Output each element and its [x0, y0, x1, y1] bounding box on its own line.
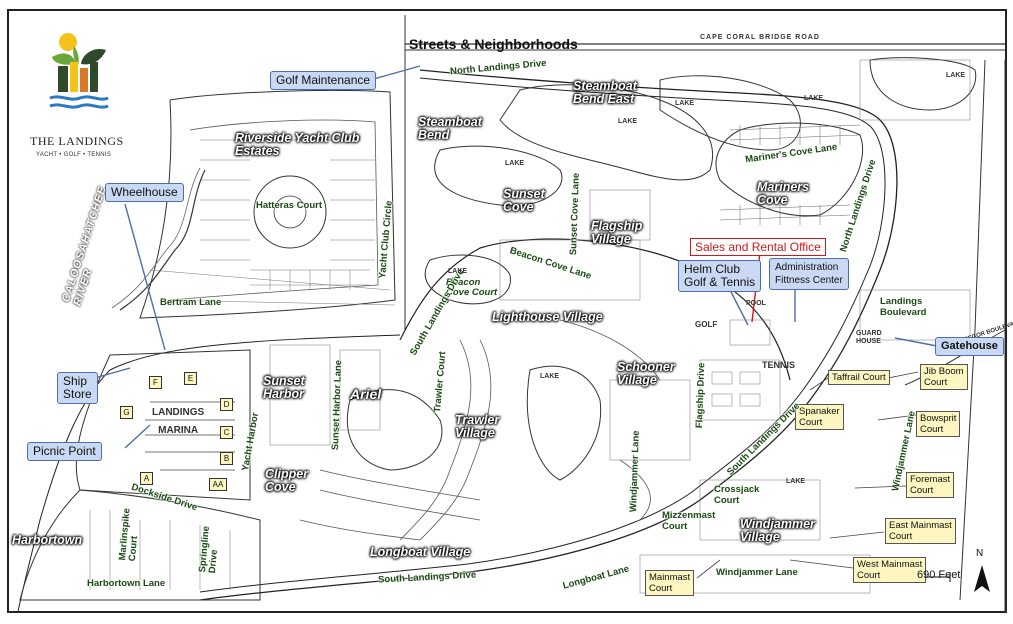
- callout-east-mainmast[interactable]: East Mainmast Court: [885, 518, 956, 544]
- lake-label: LAKE: [618, 118, 638, 125]
- lake-label: LAKE: [505, 160, 525, 167]
- callout-bowsprit[interactable]: Bowsprit Court: [916, 411, 961, 437]
- callout-foremast[interactable]: Foremast Court: [906, 472, 955, 498]
- marina-label: LANDINGS MARINA: [152, 407, 205, 436]
- street-harbortown-lane: Harbortown Lane: [87, 578, 166, 589]
- neighborhood-clipper-cove: Clipper Cove: [265, 467, 309, 494]
- callout-ship-store[interactable]: Ship Store: [57, 372, 98, 404]
- street-springline-drive: Springline Drive: [197, 525, 220, 574]
- neighborhood-mariners-cove: Mariners Cove: [757, 180, 810, 207]
- dock-g[interactable]: G: [120, 406, 133, 419]
- lake-label: LAKE: [946, 72, 966, 79]
- neighborhood-ariel: Ariel: [350, 386, 382, 402]
- north-label: N: [976, 548, 984, 559]
- street-beacon-cove-court: Beacon Cove Court: [446, 277, 498, 298]
- lake-label: LAKE: [448, 268, 468, 275]
- landings-logo-icon: [49, 33, 109, 109]
- street-landings-boulevard: Landings Boulevard: [880, 296, 927, 318]
- lake-label: LAKE: [786, 478, 806, 485]
- callout-helm-club[interactable]: Helm Club Golf & Tennis: [678, 260, 762, 292]
- street-bertram-lane: Bertram Lane: [160, 297, 222, 308]
- facility-pool: POOL: [746, 300, 766, 307]
- callout-picnic-point[interactable]: Picnic Point: [27, 442, 102, 461]
- neighborhood-steamboat-bend: Steamboat Bend: [418, 115, 482, 142]
- dock-c[interactable]: C: [220, 426, 233, 439]
- facility-guard-house: GUARD HOUSE: [856, 330, 882, 345]
- dock-e[interactable]: E: [184, 372, 197, 385]
- dock-b[interactable]: B: [220, 452, 233, 465]
- neighborhood-harbortown: Harbortown: [12, 533, 83, 547]
- dock-f[interactable]: F: [149, 376, 162, 389]
- neighborhood-sunset-harbor: Sunset Harbor: [263, 374, 305, 401]
- callout-gatehouse[interactable]: Gatehouse: [935, 337, 1004, 356]
- neighborhood-trawler-village: Trawler Village: [455, 413, 500, 440]
- neighborhood-windjammer-village: Windjammer Village: [740, 517, 815, 544]
- scale-label: 690 Feet: [917, 569, 961, 581]
- callout-spanaker[interactable]: Spanaker Court: [795, 404, 844, 430]
- page-title: Streets & Neighborhoods: [409, 36, 578, 52]
- street-crossjack-court: Crossjack Court: [714, 484, 760, 506]
- facility-golf: GOLF: [695, 320, 718, 329]
- street-flagship-drive: Flagship Drive: [694, 362, 708, 429]
- callout-jib-boom[interactable]: Jib Boom Court: [920, 364, 968, 390]
- callout-sales-rental[interactable]: Sales and Rental Office: [690, 238, 826, 256]
- callout-admin-fitness[interactable]: Administration Fittness Center: [769, 258, 849, 290]
- dock-a[interactable]: A: [140, 472, 153, 485]
- facility-tennis: TENNIS: [762, 360, 796, 370]
- neighborhood-lighthouse-village: Lighthouse Village: [492, 310, 603, 324]
- neighborhood-riverside: Riverside Yacht Club Estates: [235, 131, 360, 158]
- logo-name: THE LANDINGS: [30, 134, 124, 148]
- logo-tagline: YACHT • GOLF • TENNIS: [36, 152, 112, 158]
- street-windjammer-lane-bottom: Windjammer Lane: [716, 567, 798, 578]
- callout-taffrail[interactable]: Taffrail Court: [828, 370, 890, 385]
- neighborhood-longboat-village: Longboat Village: [370, 545, 471, 559]
- callout-mainmast[interactable]: Mainmast Court: [645, 570, 695, 596]
- lake-label: LAKE: [675, 100, 695, 107]
- street-mizzenmast-court: Mizzenmast Court: [662, 510, 716, 532]
- callout-wheelhouse[interactable]: Wheelhouse: [105, 183, 184, 202]
- north-arrow-icon: [974, 565, 990, 592]
- neighborhood-flagship-village: Flagship Village: [591, 219, 643, 246]
- lake-label: LAKE: [804, 95, 824, 102]
- neighborhood-sunset-cove: Sunset Cove: [503, 187, 545, 214]
- neighborhood-steamboat-bend-east: Steamboat Bend East: [573, 79, 637, 106]
- callout-golf-maintenance[interactable]: Golf Maintenance: [270, 71, 377, 90]
- callout-west-mainmast[interactable]: West Mainmast Court: [853, 557, 927, 583]
- lake-label: LAKE: [540, 373, 560, 380]
- street-hatteras-court: Hatteras Court: [256, 200, 322, 211]
- dock-d[interactable]: D: [220, 398, 233, 411]
- road-label-bridge: CAPE CORAL BRIDGE ROAD: [700, 34, 820, 41]
- neighborhood-schooner-village: Schooner Village: [617, 360, 675, 387]
- dock-aa[interactable]: AA: [209, 478, 227, 491]
